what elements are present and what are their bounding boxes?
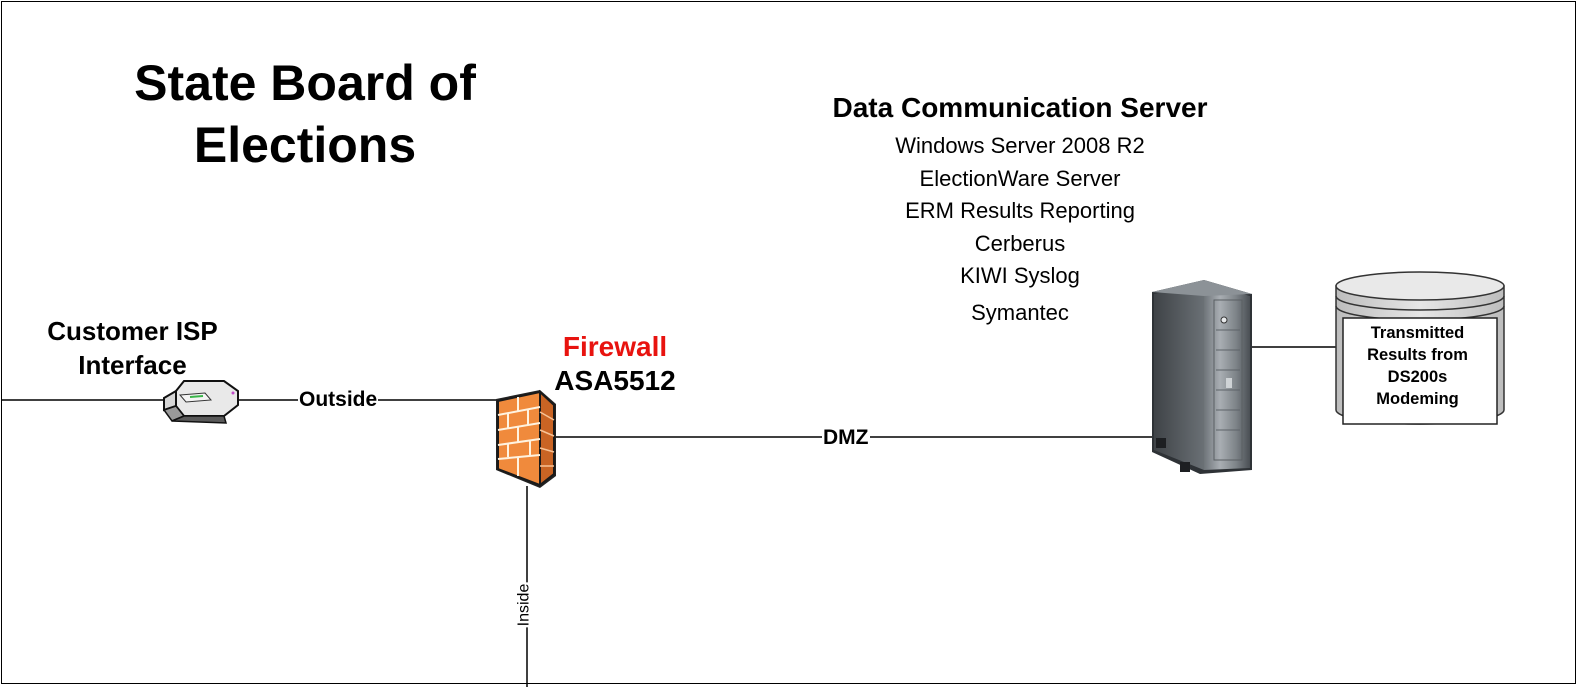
software-item: KIWI Syslog xyxy=(960,263,1080,288)
diagram-title-line1: State Board of xyxy=(134,55,476,111)
brick-firewall-icon xyxy=(496,389,556,488)
database-label-line3: DS200s xyxy=(1387,368,1448,386)
database-cylinder-icon xyxy=(1335,271,1505,425)
diagram-title: State Board of Elections xyxy=(90,52,520,176)
tower-server-icon xyxy=(1152,280,1252,474)
software-item: ERM Results Reporting xyxy=(905,198,1135,223)
server-software-list: Windows Server 2008 R2 ElectionWare Serv… xyxy=(810,130,1230,329)
software-item: Windows Server 2008 R2 xyxy=(895,133,1145,158)
firewall-label: Firewall ASA5512 xyxy=(520,330,710,398)
database-label-line1: Transmitted xyxy=(1370,324,1465,342)
software-item: Cerberus xyxy=(974,230,1066,256)
isp-label: Customer ISP Interface xyxy=(0,314,265,382)
software-item: ElectionWare Server xyxy=(919,165,1121,191)
firewall-name: Firewall xyxy=(562,331,668,362)
outside-link-label: Outside xyxy=(298,388,379,412)
firewall-model: ASA5512 xyxy=(554,365,676,396)
inside-link-label: Inside xyxy=(515,582,534,628)
database-label-line4: Modeming xyxy=(1376,390,1459,408)
database-label: Transmitted Results from DS200s Modeming xyxy=(1340,322,1495,410)
isp-label-line2: Interface xyxy=(78,350,187,380)
isp-label-line1: Customer ISP xyxy=(47,316,218,346)
diagram-title-line2: Elections xyxy=(193,117,417,173)
server-heading: Data Communication Server xyxy=(832,92,1208,123)
software-item: Symantec xyxy=(971,299,1069,325)
database-label-line2: Results from xyxy=(1367,346,1468,364)
router-icon xyxy=(162,380,239,424)
dmz-link-label: DMZ xyxy=(822,426,870,450)
